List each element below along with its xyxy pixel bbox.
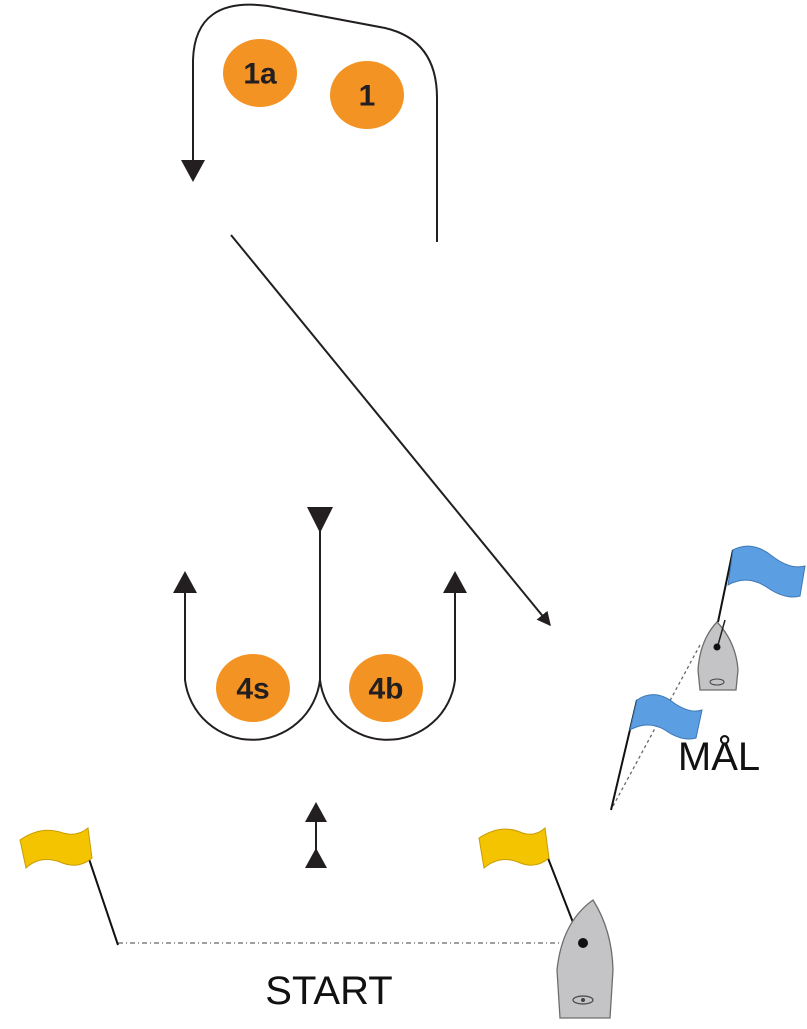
yellow-flag-icon <box>478 826 582 944</box>
gate-rounding-path <box>173 507 467 741</box>
mark-1: 1 <box>330 61 404 129</box>
down-arrow-icon <box>181 160 205 182</box>
mark-label-4b: 4b <box>368 673 403 706</box>
wind-direction-indicator <box>305 802 327 868</box>
sailboat-icon <box>556 899 614 1019</box>
yellow-flag-icon <box>19 827 119 946</box>
up-arrow-icon <box>443 571 467 593</box>
mark-4b: 4b <box>349 654 423 722</box>
blue-flag-icon <box>610 694 703 811</box>
diagonal-course-leg <box>230 234 551 627</box>
sailboat-icon <box>697 619 739 691</box>
up-arrow-icon <box>173 571 197 593</box>
mark-label-1a: 1a <box>243 58 277 91</box>
upper-rounding-path <box>181 3 438 242</box>
finish-label: MÅL <box>678 734 760 779</box>
start-label: START <box>265 969 392 1013</box>
up-arrow-icon <box>305 848 327 868</box>
mark-4s: 4s <box>216 654 290 722</box>
blue-flag-icon <box>717 545 806 623</box>
mark-1a: 1a <box>223 39 297 107</box>
mark-label-4s: 4s <box>236 673 269 706</box>
mark-label-1: 1 <box>359 80 376 113</box>
up-arrow-icon <box>305 802 327 822</box>
down-arrow-icon <box>307 507 333 533</box>
